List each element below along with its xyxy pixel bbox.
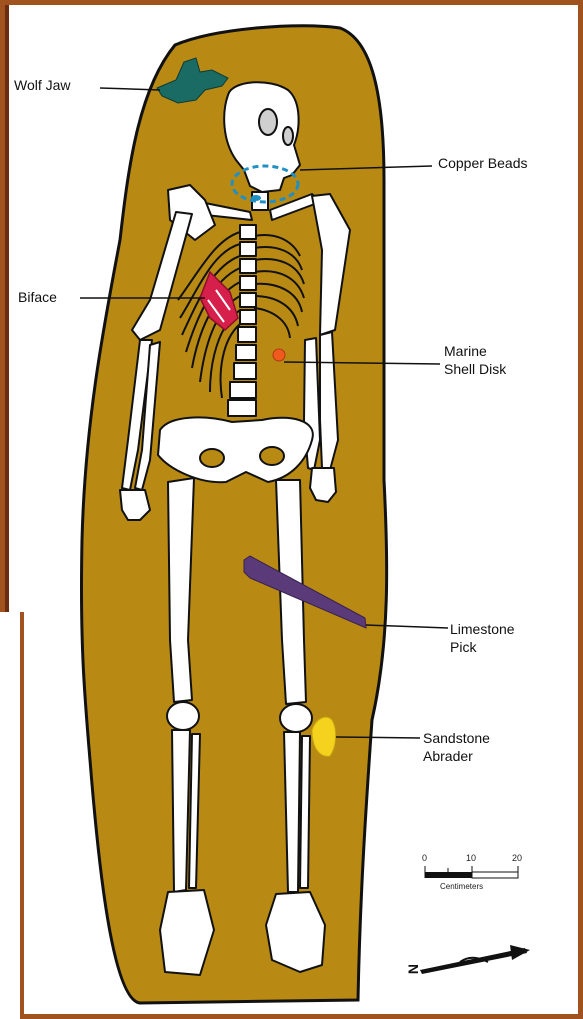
label-sandstone-abrader: Sandstone Abrader <box>423 729 490 765</box>
label-biface: Biface <box>18 288 57 306</box>
scale-unit: Centimeters <box>440 882 483 891</box>
north-arrow-icon <box>420 945 530 974</box>
label-sandstone-line1: Sandstone <box>423 729 490 747</box>
scale-tick-0: 0 <box>422 853 427 863</box>
label-wolf-jaw: Wolf Jaw <box>14 76 71 94</box>
pelvis <box>158 417 313 482</box>
label-limestone-pick: Limestone Pick <box>450 620 515 656</box>
marine-shell-disk-artifact <box>273 349 285 361</box>
label-limestone-line2: Pick <box>450 638 515 656</box>
label-marine-line1: Marine <box>444 342 506 360</box>
north-letter: N <box>404 964 422 974</box>
label-limestone-line1: Limestone <box>450 620 515 638</box>
scale-tick-20: 20 <box>512 853 522 863</box>
label-sandstone-line2: Abrader <box>423 747 490 765</box>
label-marine-shell-disk: Marine Shell Disk <box>444 342 506 378</box>
label-marine-line2: Shell Disk <box>444 360 506 378</box>
scale-tick-10: 10 <box>466 853 476 863</box>
scale-bar <box>425 866 518 878</box>
label-copper-beads: Copper Beads <box>438 154 528 172</box>
